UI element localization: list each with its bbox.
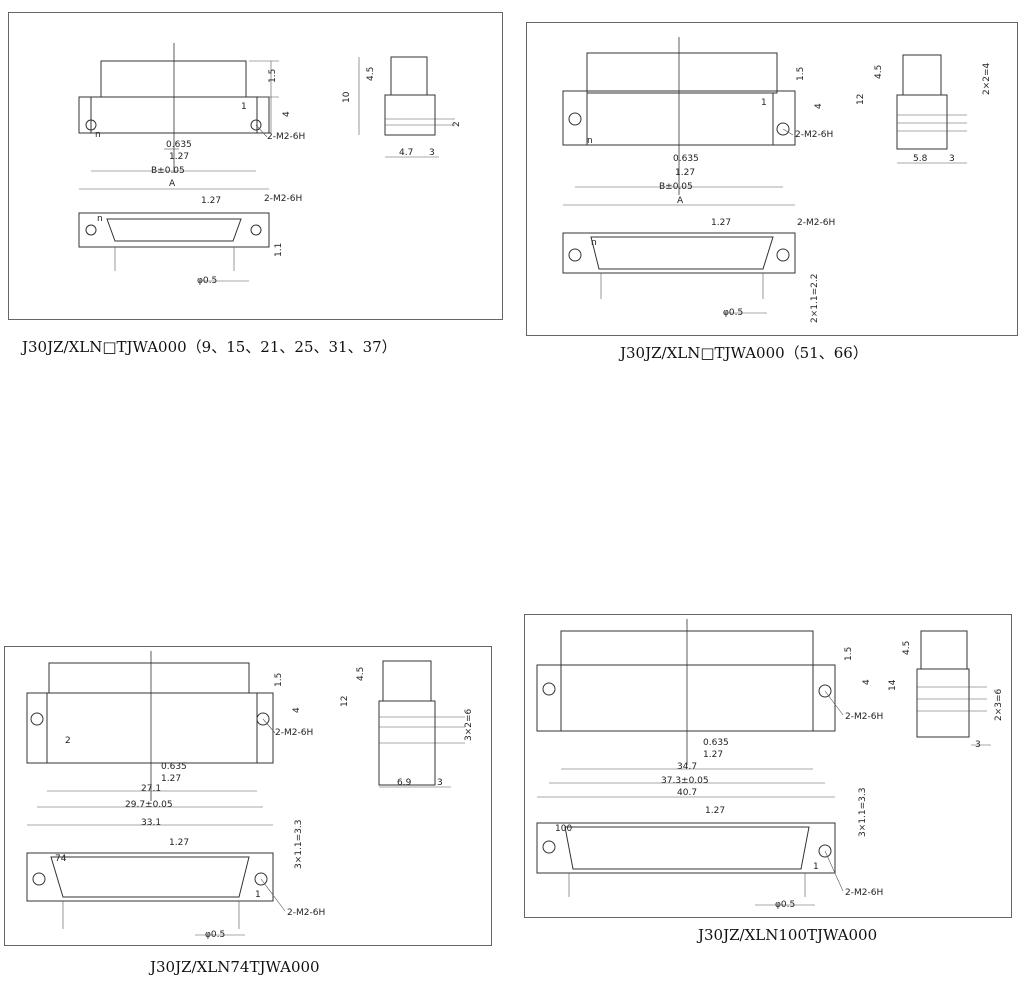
pin-74-label: 74 bbox=[55, 854, 67, 864]
dim-27-1: 27.1 bbox=[141, 784, 161, 794]
side-dim-10: 10 bbox=[342, 91, 352, 103]
dim-1-27-bottom: 1.27 bbox=[705, 806, 725, 816]
pin-100-label: 100 bbox=[555, 824, 572, 834]
dim-1-27-bottom: 1.27 bbox=[169, 838, 189, 848]
thread-label: 2-M2-6H bbox=[275, 728, 313, 738]
connector-drawing-4: 1.5 4 2-M2-6H 0.635 1.27 34.7 37.3±0.05 … bbox=[536, 619, 1004, 910]
dim-0-635: 0.635 bbox=[673, 154, 699, 164]
dim-1-27: 1.27 bbox=[161, 774, 181, 784]
dim-34-7: 34.7 bbox=[677, 762, 697, 772]
pin-n-label-bottom: n bbox=[97, 214, 103, 224]
side-dim-4-5: 4.5 bbox=[902, 641, 912, 655]
pin-n-label: n bbox=[587, 136, 593, 146]
thread-label: 2-M2-6H bbox=[267, 132, 305, 142]
dim-1-5: 1.5 bbox=[796, 67, 806, 81]
dim-phi-0-5: φ0.5 bbox=[197, 276, 217, 286]
dim-1-5: 1.5 bbox=[844, 647, 854, 661]
side-dim-3: 3 bbox=[437, 778, 443, 788]
pin-1-label: 1 bbox=[761, 98, 767, 108]
dim-b: B±0.05 bbox=[151, 166, 185, 176]
dim-4: 4 bbox=[814, 103, 824, 109]
caption-4: J30JZ/XLN100TJWA000 bbox=[698, 926, 878, 944]
dim-a: A bbox=[169, 179, 176, 189]
pin-n-label: n bbox=[95, 130, 101, 140]
dim-phi-0-5: φ0.5 bbox=[205, 930, 225, 940]
pin-1-label: 1 bbox=[241, 102, 247, 112]
dim-1-5: 1.5 bbox=[274, 673, 284, 687]
side-dim-3x2: 3×2=6 bbox=[464, 708, 474, 741]
dim-0-635: 0.635 bbox=[703, 738, 729, 748]
thread-label: 2-M2-6H bbox=[795, 130, 833, 140]
caption-2: J30JZ/XLN□TJWA000（51、66） bbox=[620, 344, 868, 362]
dim-4: 4 bbox=[292, 707, 302, 713]
pin-2-label: 2 bbox=[65, 736, 71, 746]
connector-drawing-2: n 1 1.5 4 2-M2-6H 0.635 1.27 B±0.05 A n … bbox=[562, 37, 992, 323]
dim-phi-0-5: φ0.5 bbox=[723, 308, 743, 318]
caption-3: J30JZ/XLN74TJWA000 bbox=[150, 958, 320, 976]
dim-0-635: 0.635 bbox=[161, 762, 187, 772]
dim-1-27-bottom: 1.27 bbox=[201, 196, 221, 206]
side-dim-3: 3 bbox=[975, 740, 981, 750]
dim-37-3: 37.3±0.05 bbox=[661, 776, 709, 786]
pin-1-label: 1 bbox=[813, 862, 819, 872]
dim-4: 4 bbox=[282, 111, 292, 117]
side-dim-3: 3 bbox=[949, 154, 955, 164]
side-dim-2x2: 2×2=4 bbox=[982, 62, 992, 95]
dim-4: 4 bbox=[862, 679, 872, 685]
thread-label: 2-M2-6H bbox=[845, 712, 883, 722]
side-dim-2: 2 bbox=[452, 121, 462, 127]
dim-1-27: 1.27 bbox=[169, 152, 189, 162]
dim-2x1-1: 2×1.1=2.2 bbox=[810, 274, 820, 323]
side-dim-4-5: 4.5 bbox=[356, 667, 366, 681]
drawing-panel-2: n 1 1.5 4 2-M2-6H 0.635 1.27 B±0.05 A n … bbox=[526, 22, 1018, 336]
dim-1-27-bottom: 1.27 bbox=[711, 218, 731, 228]
side-dim-6-9: 6.9 bbox=[397, 778, 412, 788]
dim-3x1-1: 3×1.1=3.3 bbox=[858, 788, 868, 837]
side-dim-4-7: 4.7 bbox=[399, 148, 413, 158]
side-dim-12: 12 bbox=[340, 696, 350, 707]
dim-33-1: 33.1 bbox=[141, 818, 161, 828]
dim-1-1: 1.1 bbox=[274, 243, 284, 257]
dim-3x1-1: 3×1.1=3.3 bbox=[294, 820, 304, 869]
dim-40-7: 40.7 bbox=[677, 788, 697, 798]
dim-1-5: 1.5 bbox=[268, 69, 278, 83]
side-dim-2x3: 2×3=6 bbox=[994, 688, 1004, 721]
dim-b: B±0.05 bbox=[659, 182, 693, 192]
connector-drawing-3: 2 1.5 4 2-M2-6H 0.635 1.27 27.1 29.7±0.0… bbox=[26, 651, 474, 940]
side-dim-4-5: 4.5 bbox=[366, 67, 376, 81]
side-dim-14: 14 bbox=[888, 679, 898, 691]
dim-a: A bbox=[677, 196, 684, 206]
drawing-panel-1: n 1 1.5 4 2-M2-6H 0.635 1.27 B±0.05 A n … bbox=[8, 12, 503, 320]
thread-label-bottom: 2-M2-6H bbox=[264, 194, 302, 204]
dim-1-27: 1.27 bbox=[703, 750, 723, 760]
drawing-panel-3: 2 1.5 4 2-M2-6H 0.635 1.27 27.1 29.7±0.0… bbox=[4, 646, 492, 946]
thread-label-bottom: 2-M2-6H bbox=[797, 218, 835, 228]
pin-n-label-bottom: n bbox=[591, 238, 597, 248]
side-dim-12: 12 bbox=[856, 94, 866, 105]
thread-label-bottom: 2-M2-6H bbox=[287, 908, 325, 918]
dim-phi-0-5: φ0.5 bbox=[775, 900, 795, 910]
caption-1: J30JZ/XLN□TJWA000（9、15、21、25、31、37） bbox=[22, 338, 397, 356]
side-dim-5-8: 5.8 bbox=[913, 154, 928, 164]
dim-1-27: 1.27 bbox=[675, 168, 695, 178]
thread-label-bottom: 2-M2-6H bbox=[845, 888, 883, 898]
pin-1-label: 1 bbox=[255, 890, 261, 900]
drawing-panel-4: 1.5 4 2-M2-6H 0.635 1.27 34.7 37.3±0.05 … bbox=[524, 614, 1012, 918]
dim-0-635: 0.635 bbox=[166, 140, 192, 150]
side-dim-3: 3 bbox=[429, 148, 435, 158]
connector-drawing-1: n 1 1.5 4 2-M2-6H 0.635 1.27 B±0.05 A n … bbox=[78, 43, 462, 286]
side-dim-4-5: 4.5 bbox=[874, 65, 884, 79]
dim-29-7: 29.7±0.05 bbox=[125, 800, 173, 810]
